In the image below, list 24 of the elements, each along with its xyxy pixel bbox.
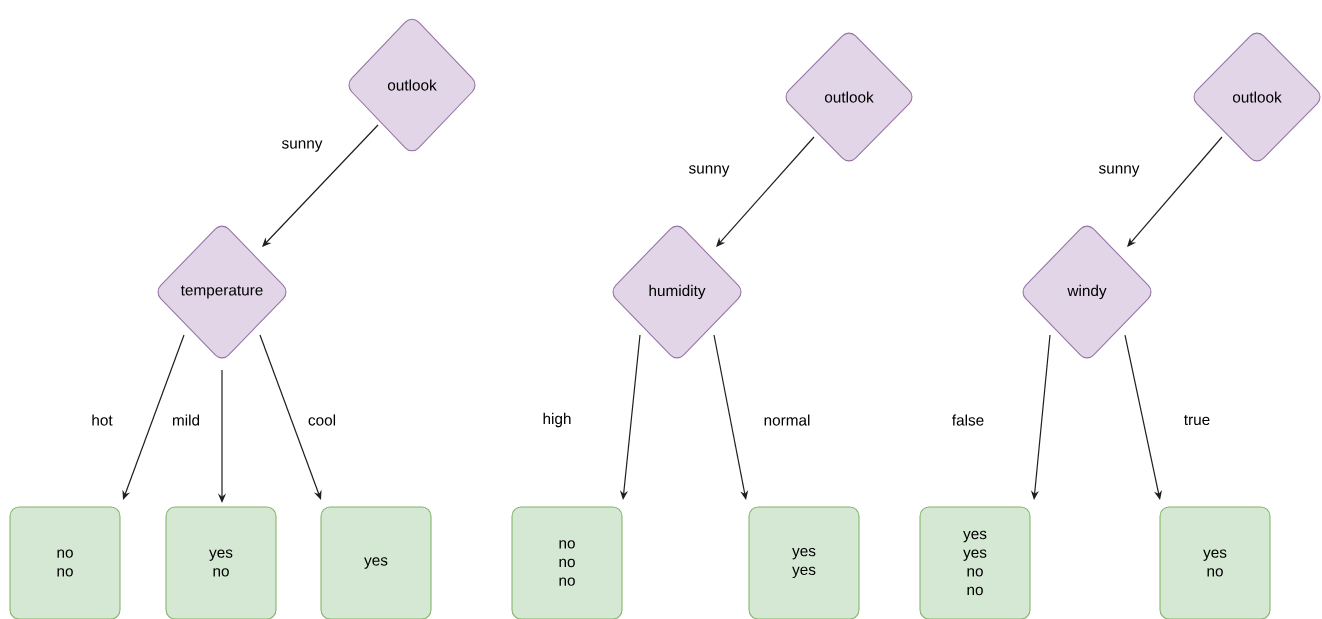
leaf-box: no no no (511, 506, 623, 619)
leaf-box: yes no (165, 506, 277, 619)
edge-label: false (950, 413, 986, 427)
leaf-box: yes yes no no (919, 506, 1031, 619)
edge-label: high (541, 411, 573, 429)
edge-label: normal (762, 413, 812, 427)
leaf-box: no no (9, 506, 121, 619)
leaf-box: yes no (1159, 506, 1271, 619)
edge-label: mild (170, 413, 202, 427)
arrow (259, 334, 322, 500)
edge-label: sunny (1097, 163, 1141, 179)
arrow (1124, 334, 1163, 500)
arrow (716, 136, 815, 247)
edge-label: sunny (280, 138, 324, 154)
edge-label: true (1182, 413, 1212, 427)
leaf-box: yes (320, 506, 432, 619)
arrow (262, 124, 379, 247)
arrow (122, 334, 185, 500)
leaf-box: yes yes (748, 506, 860, 619)
arrow (1127, 136, 1223, 247)
arrow (713, 334, 749, 500)
edge-label: cool (306, 413, 338, 427)
edge-label: hot (90, 413, 114, 427)
edge-label: sunny (687, 163, 731, 179)
